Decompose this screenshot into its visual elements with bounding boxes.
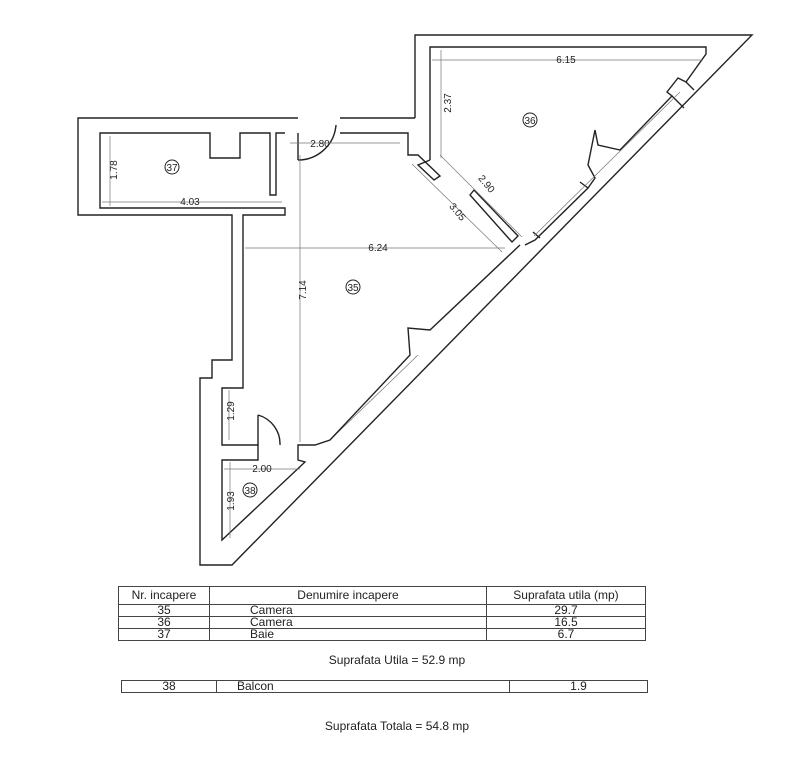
room-label-38: 38	[244, 486, 256, 497]
cell-suprafata: 1.9	[509, 680, 648, 693]
dim-6-15: 6.15	[556, 55, 576, 66]
room-marker-37: 37	[164, 159, 180, 175]
cell-denumire: Baie	[209, 628, 487, 641]
cell-suprafata: 6.7	[486, 628, 646, 641]
table-row: 38 Balcon 1.9	[121, 680, 648, 693]
room-label-36: 36	[524, 116, 536, 127]
room-label-37: 37	[166, 163, 178, 174]
cell-denumire: Balcon	[216, 680, 510, 693]
rooms-table: Nr. incapere Denumire incapere Suprafata…	[118, 586, 646, 641]
cell-nr: 37	[118, 628, 210, 641]
suprafata-utila: Suprafata Utila = 52.9 mp	[328, 653, 466, 667]
dim-2-90: 2.90	[475, 173, 496, 195]
room-label-35: 35	[347, 283, 359, 294]
table-header: Nr. incapere Denumire incapere Suprafata…	[118, 586, 646, 605]
cell-nr: 38	[121, 680, 217, 693]
room-marker-36: 36	[522, 112, 538, 128]
room-marker-35: 35	[345, 279, 361, 295]
room-36-walls	[429, 46, 707, 246]
dim-1-78: 1.78	[109, 160, 120, 180]
cell-nr: 35	[118, 604, 210, 617]
suprafata-totala: Suprafata Totala = 54.8 mp	[324, 719, 470, 733]
door-arc	[257, 124, 337, 446]
room-marker-38: 38	[242, 482, 258, 498]
dim-6-24: 6.24	[368, 243, 388, 254]
dim-1-29: 1.29	[226, 401, 237, 421]
outer-wall	[77, 34, 754, 566]
dim-2-37: 2.37	[443, 93, 454, 113]
dim-3-05: 3.05	[446, 201, 467, 223]
dim-7-14: 7.14	[298, 280, 309, 300]
balcon-table: 38 Balcon 1.9	[121, 680, 648, 693]
header-denumire: Denumire incapere	[209, 586, 487, 605]
room-35-walls	[99, 132, 521, 542]
dim-2-00: 2.00	[252, 464, 272, 475]
header-suprafata: Suprafata utila (mp)	[486, 586, 646, 605]
window-glazing	[329, 91, 681, 441]
table-row: 37 Baie 6.7	[118, 628, 646, 641]
cell-nr: 36	[118, 616, 210, 629]
window	[532, 81, 695, 239]
header-nr: Nr. incapere	[118, 586, 210, 605]
dim-1-93: 1.93	[226, 491, 237, 511]
dimension-lines	[102, 50, 703, 538]
dim-2-80: 2.80	[310, 139, 330, 150]
dim-4-03: 4.03	[180, 197, 200, 208]
